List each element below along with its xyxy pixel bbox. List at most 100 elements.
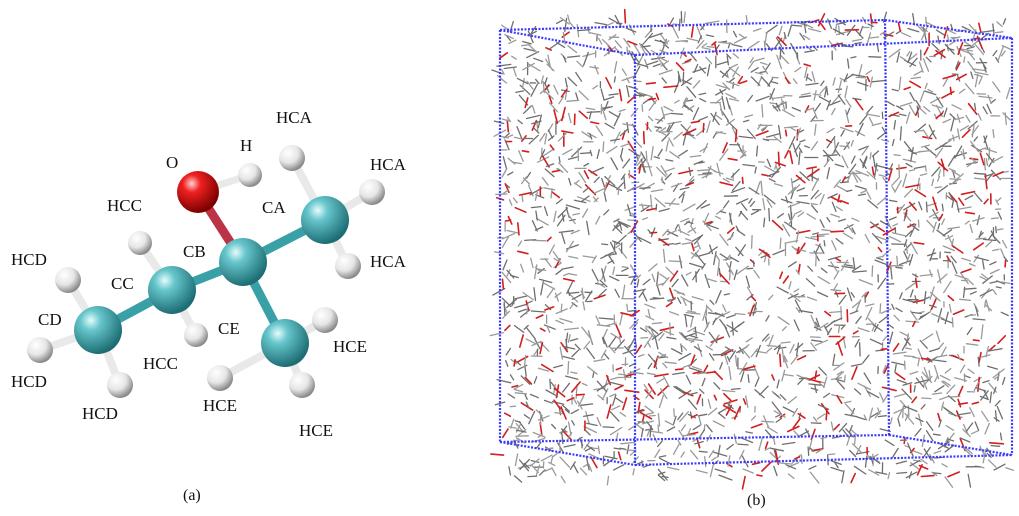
carbon-bond-stick xyxy=(985,240,993,248)
carbon-bond-stick xyxy=(560,475,566,484)
carbon-bond-stick xyxy=(875,235,889,242)
carbon-bond-stick xyxy=(503,66,517,70)
carbon-bond-stick xyxy=(780,98,786,111)
label-hcd-left: HCD xyxy=(11,372,47,391)
carbon-bond-stick xyxy=(513,324,525,334)
oxygen-bond-stick xyxy=(850,472,857,484)
carbon-bond-stick xyxy=(810,387,819,391)
oxygen-bond-stick xyxy=(937,412,941,422)
carbon-bond-stick xyxy=(882,364,887,373)
carbon-bond-stick xyxy=(980,273,989,280)
carbon-bond-stick xyxy=(795,127,801,141)
carbon-bond-stick xyxy=(525,401,530,409)
carbon-bond-stick xyxy=(611,240,621,245)
carbon-bond-stick xyxy=(974,421,980,431)
carbon-bond-stick xyxy=(561,266,574,270)
carbon-bond-stick xyxy=(658,69,673,75)
carbon-bond-stick xyxy=(754,166,757,174)
carbon-bond-stick xyxy=(681,274,689,287)
carbon-bond-stick xyxy=(512,197,518,204)
carbon-bond-stick xyxy=(494,401,506,406)
carbon-bond-stick xyxy=(832,77,836,86)
carbon-bond-stick xyxy=(932,433,941,436)
carbon-bond-stick xyxy=(728,366,732,381)
carbon-bond-stick xyxy=(511,161,523,165)
carbon-bond-stick xyxy=(638,204,652,207)
carbon-bond-stick xyxy=(843,141,851,151)
carbon-bond-stick xyxy=(929,347,940,353)
carbon-bond-stick xyxy=(670,296,676,303)
carbon-bond-stick xyxy=(978,75,983,85)
carbon-bond-stick xyxy=(638,289,645,298)
carbon-bond-stick xyxy=(591,255,597,264)
carbon-bond-stick xyxy=(925,56,932,63)
carbon-bond-stick xyxy=(903,405,918,413)
carbon-bond-stick xyxy=(634,422,644,431)
carbon-bond-stick xyxy=(719,70,728,78)
carbon-bond-stick xyxy=(925,421,934,431)
oxygen-bond-stick xyxy=(665,301,673,308)
carbon-bond-stick xyxy=(905,111,911,124)
oxygen-bond-stick xyxy=(545,46,553,51)
carbon-bond-stick xyxy=(815,317,820,328)
oxygen-bond-stick xyxy=(551,169,561,173)
oxygen-bond-stick xyxy=(1004,259,1007,268)
oxygen-bond-stick xyxy=(797,263,801,275)
oxygen-bond-stick xyxy=(501,428,509,439)
carbon-bond-stick xyxy=(891,447,899,459)
carbon-bond-stick xyxy=(528,134,539,145)
carbon-bond-stick xyxy=(703,321,710,333)
carbon-bond-stick xyxy=(851,227,856,235)
carbon-bond-stick xyxy=(590,447,600,450)
carbon-bond-stick xyxy=(564,85,569,101)
carbon-bond-stick xyxy=(639,327,648,333)
carbon-bond-stick xyxy=(741,202,748,211)
carbon-bond-stick xyxy=(534,191,538,201)
carbon-bond-stick xyxy=(931,178,935,187)
carbon-bond-stick xyxy=(506,269,515,279)
carbon-bond-stick xyxy=(852,97,862,101)
hydrogen-atom-hcc-top xyxy=(128,231,152,255)
carbon-bond-stick xyxy=(531,104,536,114)
carbon-bond-stick xyxy=(909,370,919,375)
carbon-bond-stick xyxy=(744,114,754,118)
carbon-bond-stick xyxy=(974,306,979,317)
carbon-bond-stick xyxy=(938,342,945,349)
label-hce-left: HCE xyxy=(203,396,237,415)
carbon-bond-stick xyxy=(777,213,784,219)
carbon-bond-stick xyxy=(671,278,679,288)
carbon-bond-stick xyxy=(937,184,949,194)
oxygen-bond-stick xyxy=(655,92,660,101)
carbon-bond-stick xyxy=(558,95,565,105)
carbon-bond-stick xyxy=(686,86,697,98)
carbon-bond-stick xyxy=(689,449,699,460)
oxygen-bond-stick xyxy=(520,401,534,411)
carbon-bond-stick xyxy=(650,49,661,57)
oxygen-bond-stick xyxy=(795,174,806,184)
carbon-bond-stick xyxy=(687,326,697,333)
carbon-bond-stick xyxy=(732,30,738,38)
carbon-bond-stick xyxy=(909,459,921,467)
carbon-bond-stick xyxy=(877,415,887,418)
carbon-bond-stick xyxy=(839,126,854,133)
oxygen-bond-stick xyxy=(911,320,916,328)
carbon-bond-stick xyxy=(575,92,579,102)
carbon-bond-stick xyxy=(905,244,909,255)
carbon-bond-stick xyxy=(980,390,989,401)
oxygen-bond-stick xyxy=(797,412,806,419)
carbon-bond-stick xyxy=(607,175,612,181)
carbon-bond-stick xyxy=(641,104,644,112)
oxygen-bond-stick xyxy=(719,181,734,187)
carbon-bond-stick xyxy=(992,368,1005,379)
carbon-bond-stick xyxy=(761,126,767,132)
oxygen-atom xyxy=(177,171,219,213)
carbon-bond-stick xyxy=(554,291,562,298)
carbon-bond-stick xyxy=(835,237,844,245)
carbon-bond-stick xyxy=(513,388,524,393)
caption-b: (b) xyxy=(747,492,766,509)
carbon-bond-stick xyxy=(550,381,558,391)
carbon-bond-stick xyxy=(908,471,913,479)
carbon-bond-stick xyxy=(990,230,996,240)
carbon-bond-stick xyxy=(945,425,955,431)
carbon-bond-stick xyxy=(567,361,570,375)
